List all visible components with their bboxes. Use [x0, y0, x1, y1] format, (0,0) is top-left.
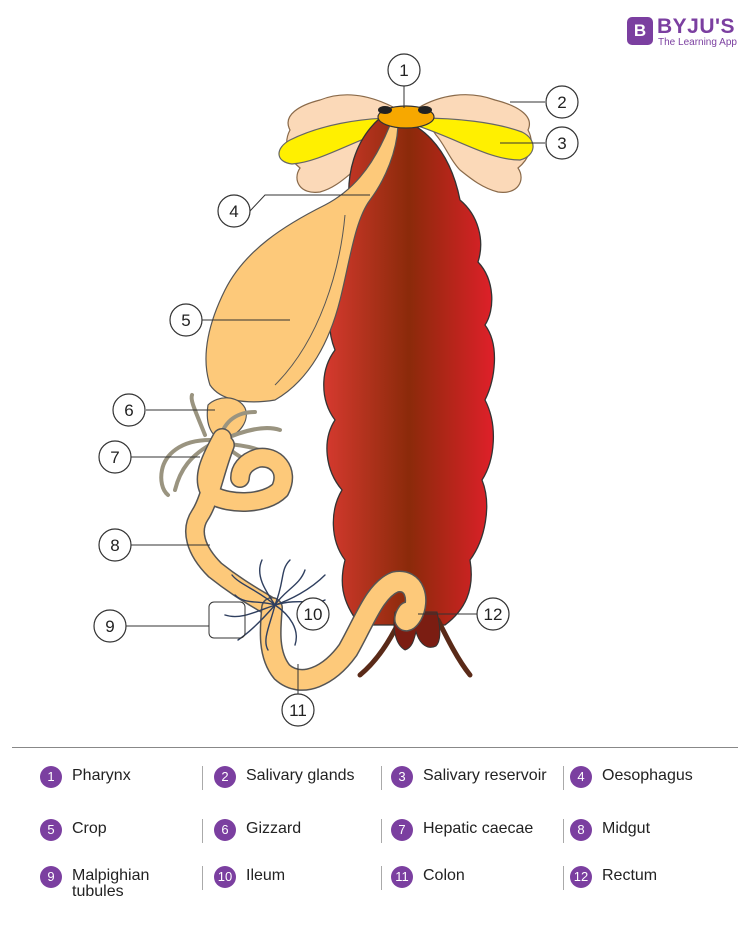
legend-label: Midgut [602, 820, 651, 837]
legend-number: 3 [391, 766, 413, 788]
crop-highlight [274, 214, 346, 386]
svg-text:10: 10 [304, 605, 323, 624]
midgut-tube-fill [186, 429, 292, 617]
legend-item-hepatic-caecae: 7 Hepatic caecae [391, 819, 561, 859]
legend-item-salivary-glands: 2 Salivary glands [214, 766, 379, 806]
salivary-reservoir-right [417, 117, 534, 161]
callout-1: 1 [387, 53, 421, 87]
svg-text:2: 2 [557, 93, 566, 112]
legend-separator [563, 866, 564, 890]
leader-lines [126, 86, 545, 694]
legend-label: Salivary glands [246, 767, 355, 784]
legend-number: 8 [570, 819, 592, 841]
legend-item-salivary-reservoir: 3 Salivary reservoir [391, 766, 561, 806]
legend-number: 7 [391, 819, 413, 841]
legend-label: Crop [72, 820, 107, 837]
callout-3: 3 [545, 126, 579, 160]
legend-label: Colon [423, 867, 465, 884]
callout-5: 5 [169, 303, 203, 337]
legend-label: Pharynx [72, 767, 131, 784]
legend-item-oesophagus: 4 Oesophagus [570, 766, 740, 806]
legend-label: Malpighian tubules [72, 867, 150, 900]
legend-separator [202, 819, 203, 843]
colon-fill [261, 572, 426, 690]
legend-item-malpighian-tubules: 9 Malpighian tubules [40, 866, 200, 906]
callout-12: 12 [476, 597, 510, 631]
legend-separator [563, 819, 564, 843]
callout-11: 11 [281, 693, 315, 727]
legend-number: 12 [570, 866, 592, 888]
legend-number: 9 [40, 866, 62, 888]
legend-item-crop: 5 Crop [40, 819, 200, 859]
legend-item-rectum: 12 Rectum [570, 866, 740, 906]
legend-item-colon: 11 Colon [391, 866, 561, 906]
pharynx-opening-left [378, 106, 392, 114]
legend-separator [202, 866, 203, 890]
legend-separator [381, 766, 382, 790]
legend-label: Oesophagus [602, 767, 693, 784]
brand-logo: B BYJU'S The Learning App [627, 15, 737, 49]
legend-label: Ileum [246, 867, 286, 884]
gizzard [206, 397, 247, 439]
svg-text:6: 6 [124, 401, 133, 420]
callout-7: 7 [98, 440, 132, 474]
brand-tagline: The Learning App [658, 37, 737, 48]
callout-6: 6 [112, 393, 146, 427]
pharynx-opening-right [418, 106, 432, 114]
brand-name: BYJU'S [657, 15, 736, 38]
callout-8: 8 [98, 528, 132, 562]
divider [12, 747, 738, 748]
legend-number: 2 [214, 766, 236, 788]
callout-2: 2 [545, 85, 579, 119]
svg-text:12: 12 [484, 605, 503, 624]
legend-label: Rectum [602, 867, 658, 884]
legend-number: 10 [214, 866, 236, 888]
legend-separator [381, 819, 382, 843]
callout-4: 4 [217, 194, 251, 228]
malpighian-tubules [224, 559, 326, 651]
legend-separator [202, 766, 203, 790]
legend-separator [563, 766, 564, 790]
legend-number: 6 [214, 819, 236, 841]
digestive-system-diagram: 1 2 3 4 5 6 7 8 9 10 11 12 [93, 53, 579, 727]
legend-number: 4 [570, 766, 592, 788]
brand-badge: B [627, 17, 653, 45]
callout-10: 10 [296, 597, 330, 631]
legend-label: Salivary reservoir [423, 767, 547, 784]
svg-text:7: 7 [110, 448, 119, 467]
salivary-reservoir-left [278, 117, 399, 165]
legend-item-midgut: 8 Midgut [570, 819, 740, 859]
legend-label: Gizzard [246, 820, 302, 837]
legend-number: 5 [40, 819, 62, 841]
malpighian-bracket [208, 601, 246, 639]
legend-item-pharynx: 1 Pharynx [40, 766, 200, 806]
svg-text:1: 1 [399, 61, 408, 80]
legend-number: 11 [391, 866, 413, 888]
svg-text:9: 9 [105, 617, 114, 636]
legend-separator [381, 866, 382, 890]
legend-number: 1 [40, 766, 62, 788]
legend-label: Hepatic caecae [423, 820, 534, 837]
svg-text:11: 11 [289, 701, 307, 720]
callout-9: 9 [93, 609, 127, 643]
legend: 1 Pharynx 2 Salivary glands 3 Salivary r… [0, 760, 750, 910]
svg-text:3: 3 [557, 134, 566, 153]
svg-text:4: 4 [229, 202, 238, 221]
legend-item-gizzard: 6 Gizzard [214, 819, 379, 859]
legend-item-ileum: 10 Ileum [214, 866, 379, 906]
svg-text:8: 8 [110, 536, 119, 555]
svg-text:5: 5 [181, 311, 190, 330]
